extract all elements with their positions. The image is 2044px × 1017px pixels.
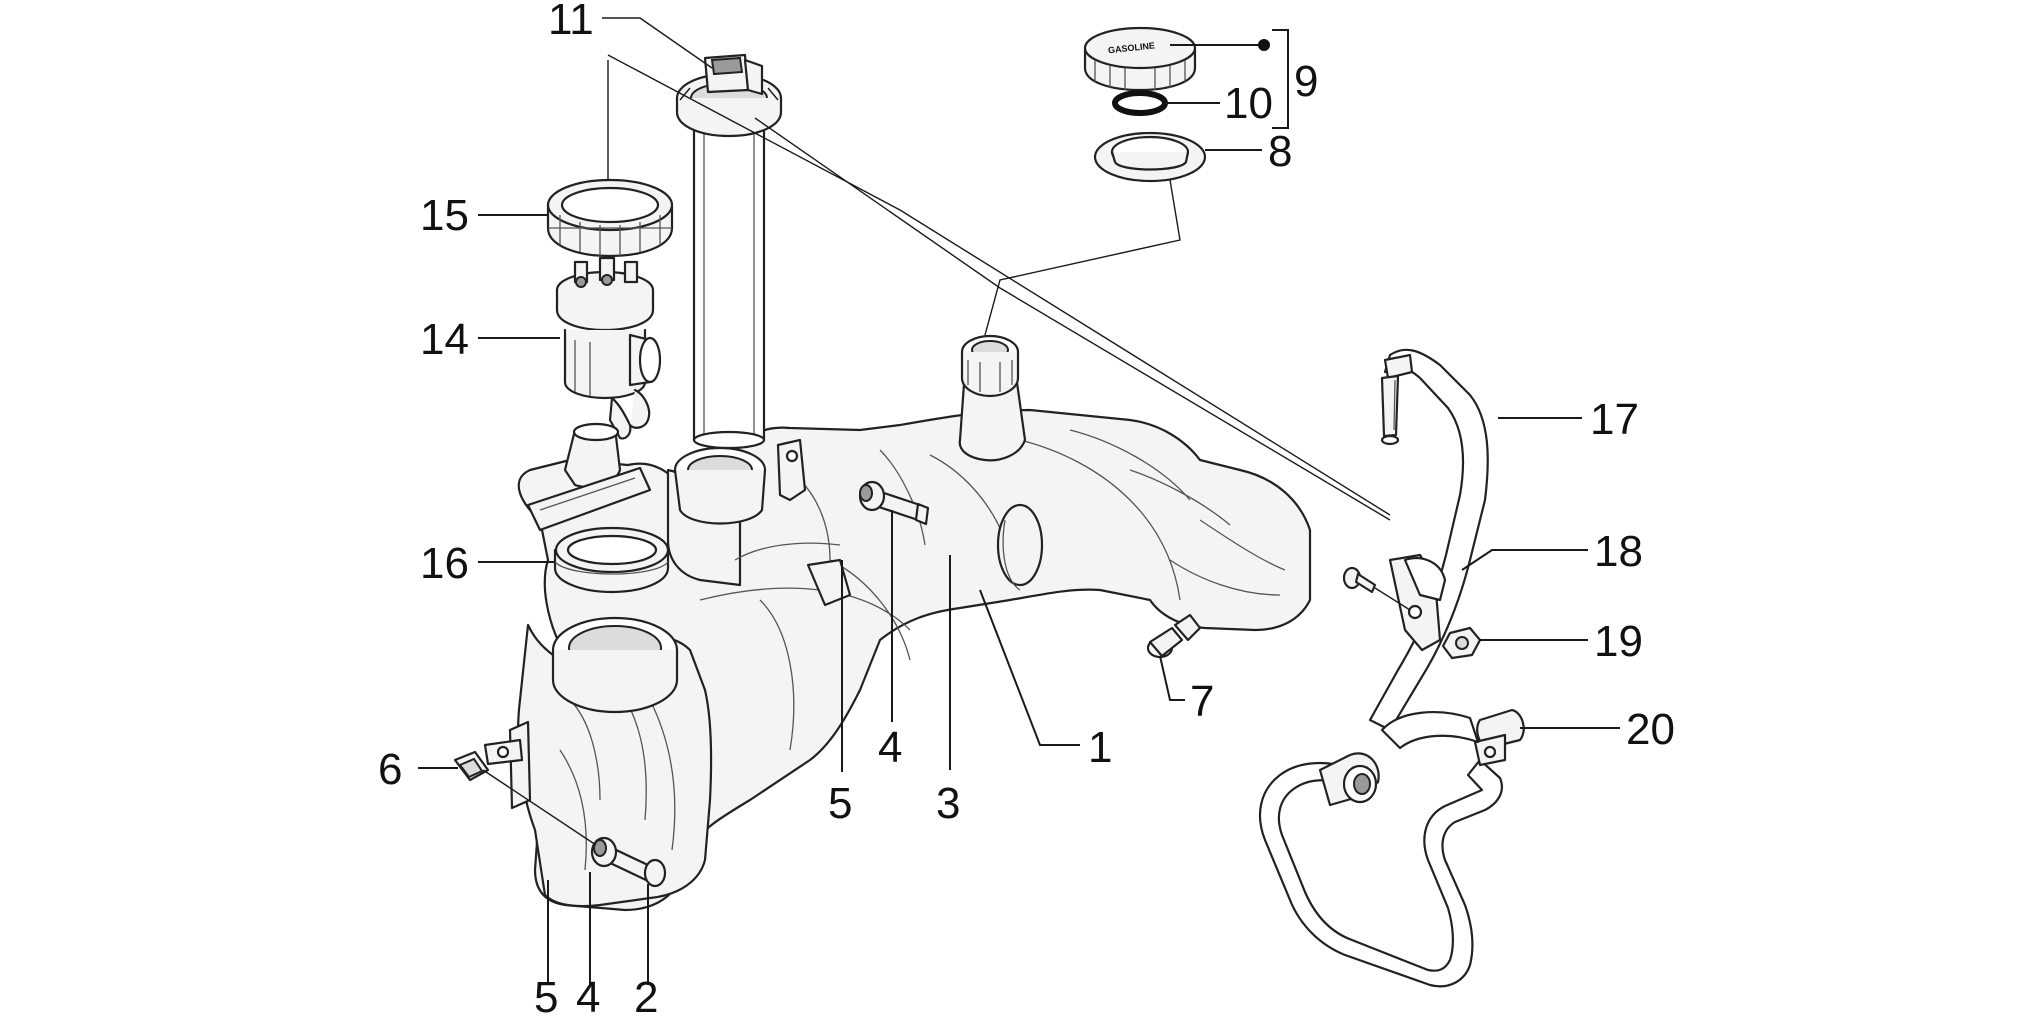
callout-6: 6 xyxy=(378,745,402,794)
ring-nut xyxy=(546,178,674,258)
breather-hose xyxy=(1258,708,1525,988)
fuel-cap: GASOLINE xyxy=(1083,26,1197,92)
hose-bracket xyxy=(1388,553,1447,652)
callout-8: 8 xyxy=(1268,127,1292,176)
callout-5-upper: 5 xyxy=(828,779,852,828)
flange-nut xyxy=(1441,626,1482,660)
callout-4-upper: 4 xyxy=(878,723,902,772)
callout-16: 16 xyxy=(420,539,469,588)
filler-flange xyxy=(1093,131,1207,183)
cap-brand-text: GASOLINE xyxy=(1108,40,1156,55)
callout-1: 1 xyxy=(1088,723,1112,772)
callout-17: 17 xyxy=(1590,395,1639,444)
fuel-tank xyxy=(483,334,1312,912)
callout-4-lower: 4 xyxy=(576,973,600,1017)
bolt-upper xyxy=(858,480,930,526)
callout-3: 3 xyxy=(936,779,960,828)
clip-nut xyxy=(453,750,490,782)
callout-19: 19 xyxy=(1594,617,1643,666)
callout-7: 7 xyxy=(1190,677,1214,726)
o-ring xyxy=(1112,90,1168,116)
callout-labels: 11 15 14 16 6 5 4 3 1 7 9 10 8 17 18 19 … xyxy=(378,0,1675,1017)
fuel-pump xyxy=(526,256,662,532)
callout-15: 15 xyxy=(420,191,469,240)
fuel-level-sender xyxy=(675,53,783,450)
callout-14: 14 xyxy=(420,315,469,364)
callout-10: 10 xyxy=(1224,79,1273,128)
drain-plug xyxy=(1146,613,1202,659)
callout-20: 20 xyxy=(1626,705,1675,754)
leader-lines xyxy=(418,17,1620,985)
gasket-ring xyxy=(553,526,670,594)
callout-2: 2 xyxy=(634,973,658,1017)
callout-18: 18 xyxy=(1594,527,1643,576)
callout-5-lower: 5 xyxy=(534,973,558,1017)
callout-11: 11 xyxy=(548,0,594,44)
bolt-lower xyxy=(590,836,667,888)
bracket-screw xyxy=(1342,566,1377,594)
callout-9: 9 xyxy=(1294,57,1318,106)
vent-hose xyxy=(1368,348,1489,732)
